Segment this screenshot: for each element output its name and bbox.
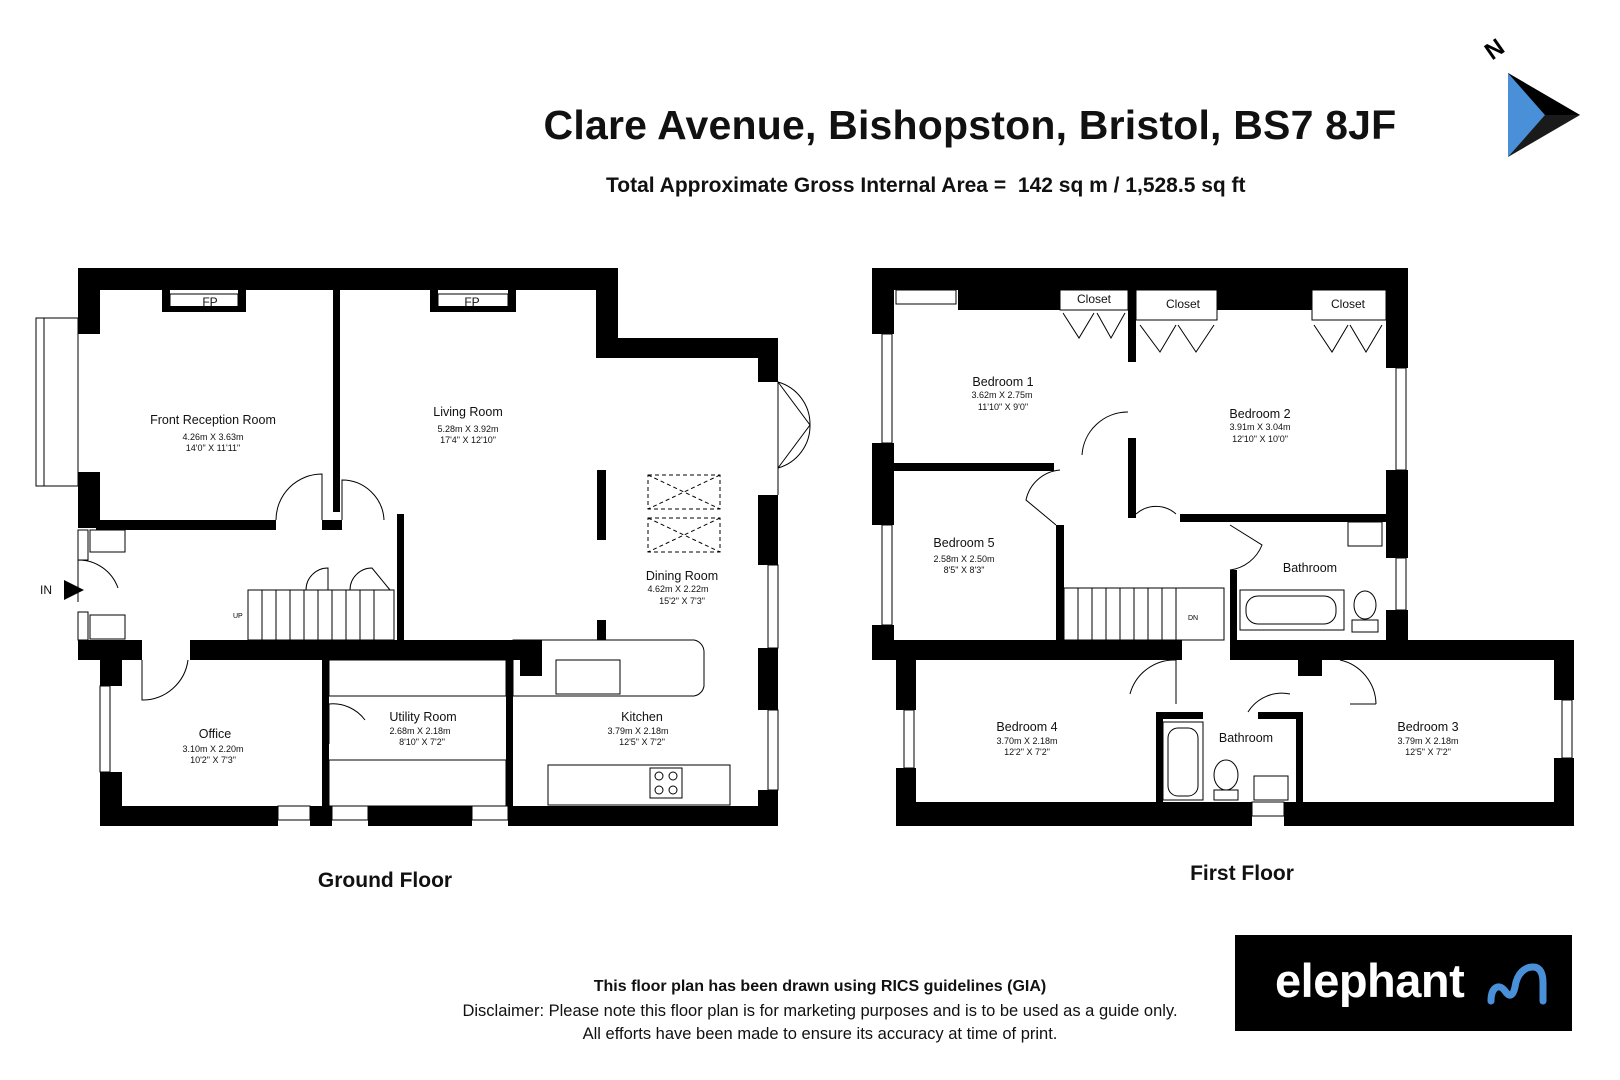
room-dimensions-imperial: 15'2" X 7'3": [659, 596, 705, 606]
room-dimensions-metric: 3.91m X 3.04m: [1229, 422, 1290, 432]
rics-statement: This floor plan has been drawn using RIC…: [593, 978, 1047, 995]
compass-icon: N: [1480, 34, 1580, 157]
stairs-down-label: DN: [1188, 615, 1198, 622]
area-label: Total Approximate Gross Internal Area =: [606, 174, 1007, 197]
room-name: Kitchen: [621, 710, 663, 724]
room-name: Front Reception Room: [150, 413, 276, 427]
closet-label: Closet: [1166, 297, 1201, 311]
ground-floor-plan: [78, 268, 778, 826]
closet-label: Closet: [1331, 297, 1366, 311]
room-dimensions-metric: 2.68m X 2.18m: [389, 726, 450, 736]
room-name: Dining Room: [646, 569, 718, 583]
brand-name: elephant: [1275, 954, 1465, 1007]
area-summary: Total Approximate Gross Internal Area = …: [600, 174, 1246, 198]
room-dimensions-metric: 3.70m X 2.18m: [996, 736, 1057, 746]
room-name: Bedroom 3: [1397, 720, 1458, 734]
room-dimensions-imperial: 12'2" X 7'2": [1004, 747, 1050, 757]
room-dimensions-metric: 3.10m X 2.20m: [182, 744, 243, 754]
room-dimensions-imperial: 12'5" X 7'2": [619, 737, 665, 747]
room-name: Bedroom 4: [996, 720, 1057, 734]
area-value: 142 sq m / 1,528.5 sq ft: [1017, 174, 1246, 197]
room-name: Bedroom 2: [1229, 407, 1290, 421]
room-dimensions-imperial: 17'4" X 12'10": [440, 435, 496, 445]
room-name: Utility Room: [389, 710, 456, 724]
compass-north: N: [1480, 34, 1510, 66]
room-name: Bedroom 5: [933, 536, 994, 550]
room-dimensions-metric: 4.26m X 3.63m: [182, 432, 243, 442]
room-dimensions-metric: 4.62m X 2.22m: [647, 584, 708, 594]
page-title: Clare Avenue, Bishopston, Bristol, BS7 8…: [543, 102, 1397, 148]
room-dimensions-imperial: 11'10" X 9'0": [978, 402, 1028, 412]
room-dimensions-metric: 3.62m X 2.75m: [971, 390, 1032, 400]
room-name: Bathroom: [1283, 561, 1337, 575]
room-dimensions-imperial: 8'5" X 8'3": [944, 565, 985, 575]
room-name: Office: [199, 727, 231, 741]
ground-floor-details: [35, 293, 811, 821]
room-name: Living Room: [433, 405, 502, 419]
room-dimensions-imperial: 8'10" X 7'2": [399, 737, 445, 747]
first-floor-label: First Floor: [1190, 862, 1294, 885]
first-floor-plan: [872, 268, 1574, 826]
room-name: Bedroom 1: [972, 375, 1033, 389]
ground-floor-label: Ground Floor: [318, 869, 452, 892]
room-dimensions-imperial: 12'5" X 7'2": [1405, 747, 1451, 757]
stairs-up-label: UP: [233, 613, 243, 620]
room-dimensions-imperial: 10'2" X 7'3": [190, 755, 236, 765]
room-dimensions-imperial: 12'10" X 10'0": [1232, 434, 1288, 444]
brand-logo: elephant: [1235, 935, 1572, 1031]
room-dimensions-metric: 3.79m X 2.18m: [1397, 736, 1458, 746]
room-dimensions-imperial: 14'0" X 11'11": [186, 443, 241, 453]
entrance-arrow-icon: [64, 580, 84, 600]
fireplace-label: FP: [202, 295, 217, 309]
disclaimer-line-1: Disclaimer: Please note this floor plan …: [462, 1002, 1178, 1020]
room-dimensions-metric: 2.58m X 2.50m: [933, 554, 994, 564]
room-dimensions-metric: 5.28m X 3.92m: [437, 424, 498, 434]
closet-label: Closet: [1077, 292, 1112, 306]
disclaimer-line-2: All efforts have been made to ensure its…: [582, 1025, 1058, 1043]
elephant-trunk-icon: [1487, 963, 1547, 1005]
first-floor-details: [881, 289, 1573, 817]
fireplace-label: FP: [464, 295, 479, 309]
room-name: Bathroom: [1219, 731, 1273, 745]
entrance-label: IN: [40, 583, 52, 597]
room-dimensions-metric: 3.79m X 2.18m: [607, 726, 668, 736]
